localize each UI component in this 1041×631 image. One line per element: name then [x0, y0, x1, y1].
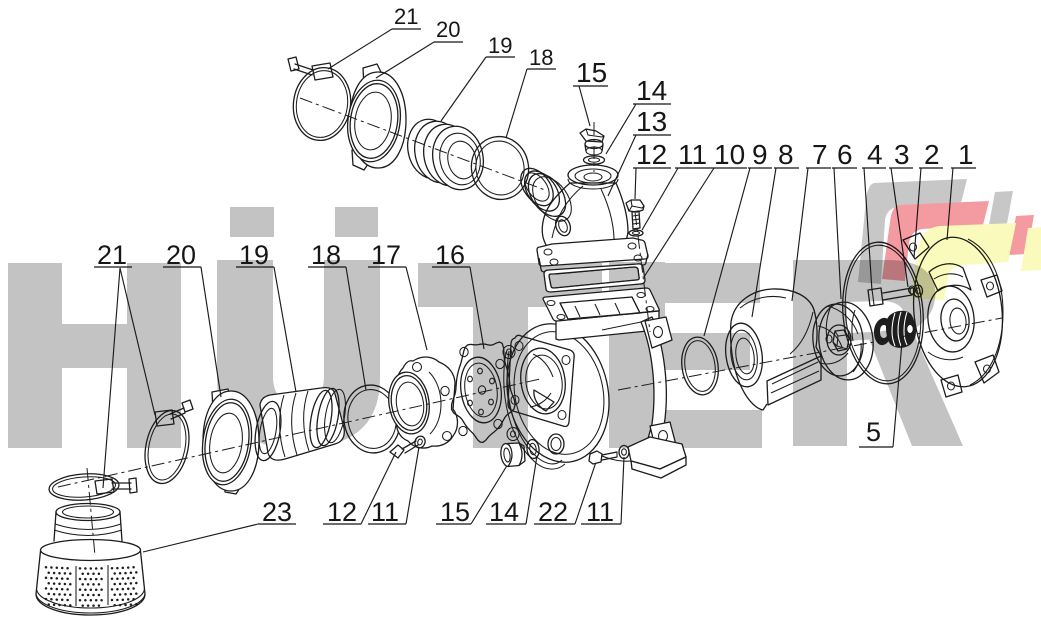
svg-text:5: 5 [866, 417, 881, 447]
svg-text:11: 11 [586, 497, 614, 527]
svg-text:15: 15 [440, 497, 470, 527]
svg-text:14: 14 [489, 497, 519, 527]
svg-text:20: 20 [436, 17, 460, 42]
svg-text:6: 6 [837, 139, 853, 170]
svg-text:20: 20 [166, 240, 196, 270]
svg-text:18: 18 [529, 45, 553, 70]
svg-text:21: 21 [394, 4, 418, 29]
svg-text:11: 11 [678, 139, 707, 170]
svg-text:12: 12 [327, 497, 357, 527]
svg-text:15: 15 [576, 57, 607, 88]
svg-text:16: 16 [435, 240, 465, 270]
svg-text:23: 23 [262, 497, 292, 527]
svg-text:9: 9 [752, 139, 768, 170]
svg-text:7: 7 [812, 139, 828, 170]
svg-text:12: 12 [636, 139, 667, 170]
svg-text:21: 21 [97, 240, 127, 270]
svg-text:8: 8 [778, 139, 794, 170]
svg-text:10: 10 [714, 139, 745, 170]
svg-text:14: 14 [636, 75, 667, 106]
svg-text:22: 22 [538, 497, 568, 527]
svg-text:19: 19 [239, 240, 269, 270]
svg-text:3: 3 [894, 139, 910, 170]
svg-text:4: 4 [867, 139, 883, 170]
svg-text:19: 19 [488, 33, 512, 58]
svg-text:13: 13 [636, 106, 667, 137]
svg-text:17: 17 [371, 240, 401, 270]
svg-text:18: 18 [311, 240, 341, 270]
svg-text:1: 1 [958, 139, 974, 170]
svg-text:11: 11 [371, 497, 399, 527]
svg-text:2: 2 [924, 139, 940, 170]
